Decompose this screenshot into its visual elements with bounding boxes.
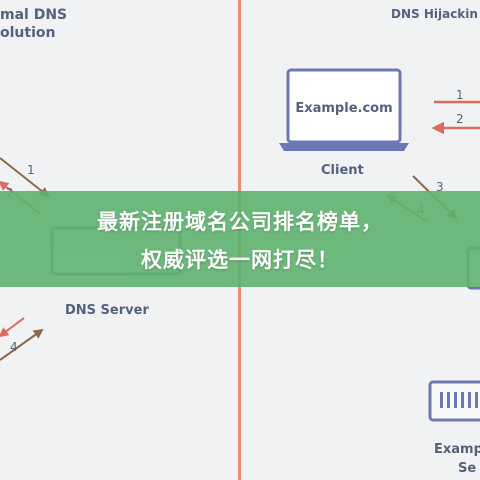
right-arrow-label-2: 2	[456, 112, 464, 126]
right-arrow-label-3: 3	[436, 180, 444, 194]
left-arrow-4a	[0, 328, 44, 361]
left-arrow-label-1: 1	[27, 163, 35, 177]
banner-line-1: 最新注册域名公司排名榜单，	[97, 210, 383, 234]
left-arrow-4b	[0, 317, 25, 338]
left-panel-title-line1: mal DNS	[0, 7, 68, 23]
right-panel-title: DNS Hijackin	[391, 7, 478, 21]
left-arrow-1	[0, 157, 50, 198]
left-panel-title-line2: olution	[0, 25, 56, 41]
banner-line-2: 权威评选一网打尽！	[141, 248, 339, 272]
right-arrow-label-1: 1	[456, 88, 464, 102]
promo-banner: 最新注册域名公司排名榜单， 权威评选一网打尽！	[0, 191, 480, 287]
example-server-label-line1: Examp	[434, 442, 480, 457]
laptop-icon	[279, 68, 409, 151]
example-server-icon	[428, 380, 480, 422]
example-server-label-line2: Se	[458, 461, 477, 476]
dns-server-label: DNS Server	[65, 303, 149, 318]
client-label: Client	[321, 163, 364, 178]
laptop-screen-text: Example.com	[295, 101, 393, 116]
left-arrow-label-4: 4	[10, 340, 18, 354]
